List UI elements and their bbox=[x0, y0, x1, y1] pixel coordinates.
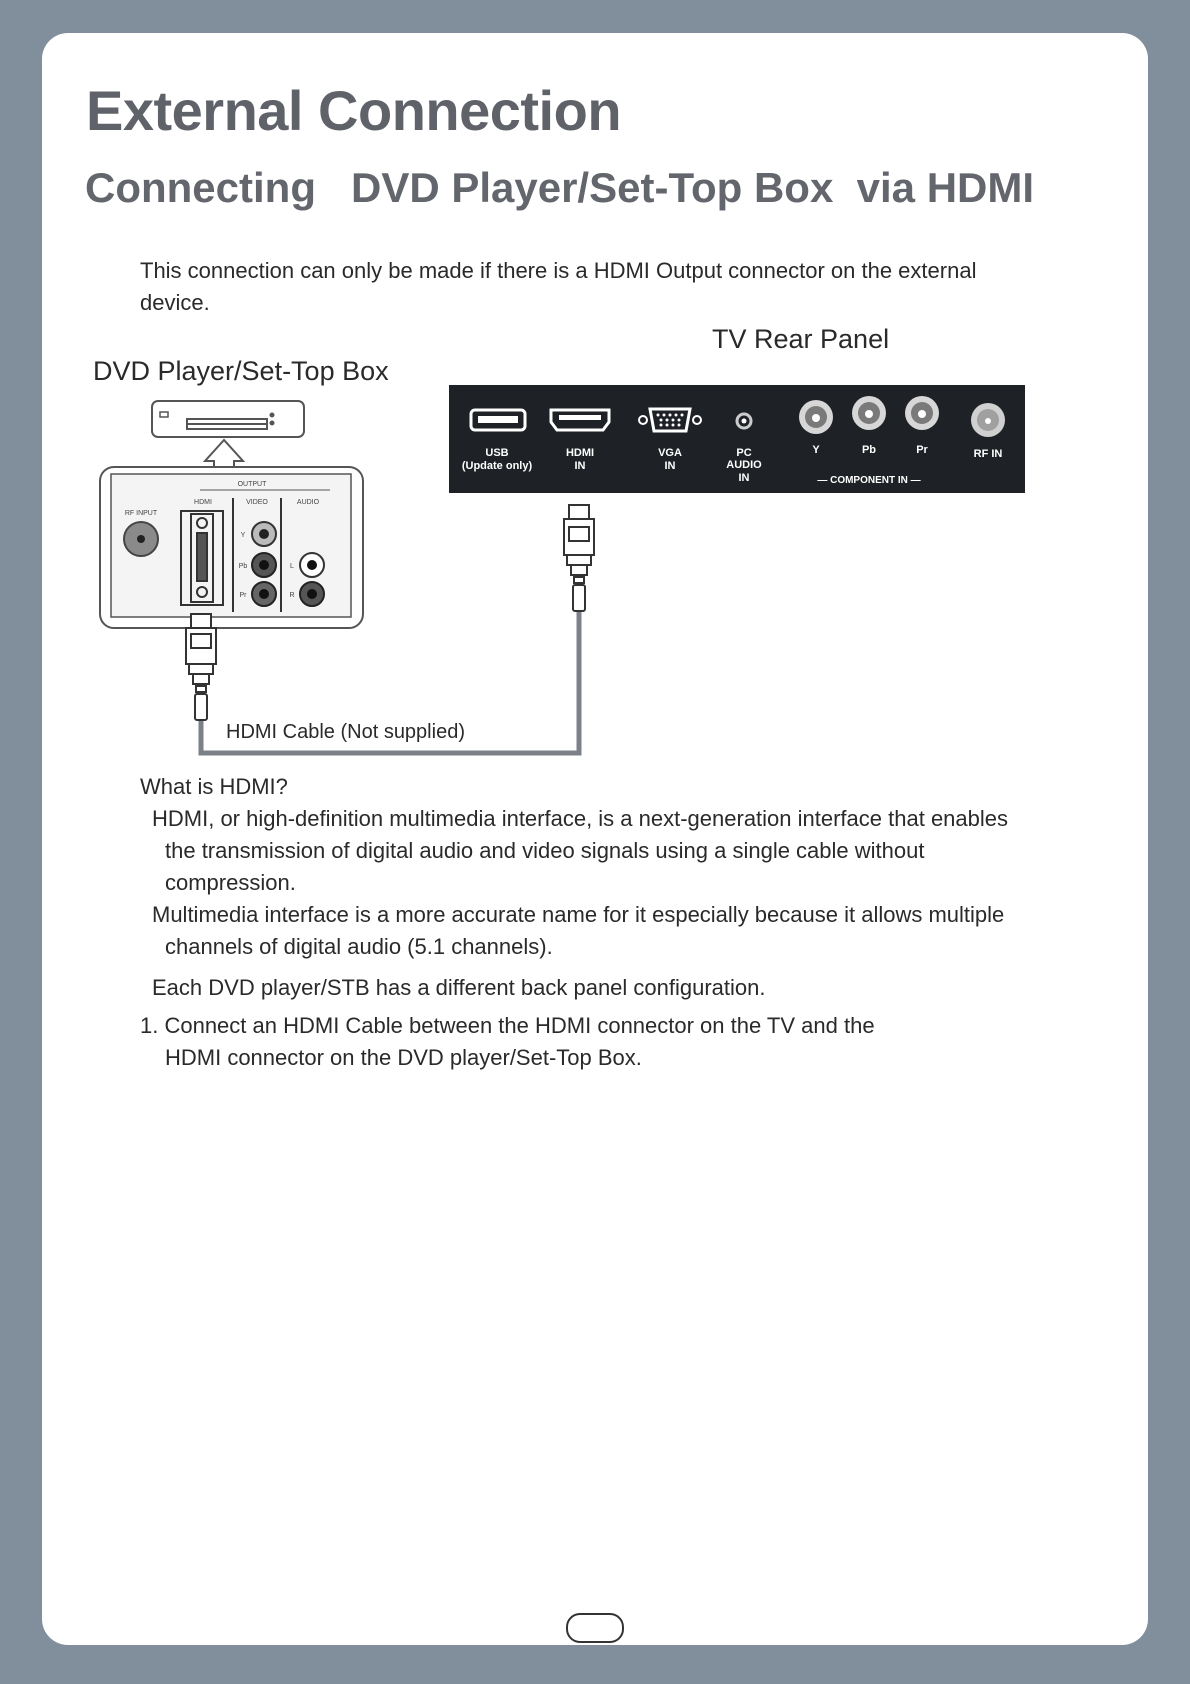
step-1-line-2: HDMI connector on the DVD player/Set-Top… bbox=[165, 1045, 642, 1070]
component-pb-jack-icon bbox=[852, 396, 886, 430]
tv-label-vga-in: IN bbox=[665, 460, 676, 472]
tv-label-pb: Pb bbox=[862, 444, 876, 456]
connection-diagram: USB (Update only) HDMI IN VGA IN PC AUDI… bbox=[99, 385, 1025, 756]
intro-line-1: This connection can only be made if ther… bbox=[140, 258, 977, 283]
dvd-label-pb: Pb bbox=[239, 563, 248, 570]
page-sheet bbox=[42, 33, 1148, 1645]
tv-label-component-in: — COMPONENT IN — bbox=[817, 475, 920, 486]
component-y-jack-icon bbox=[799, 400, 833, 434]
hdmi-paragraph-1-line-1: HDMI, or high-definition multimedia inte… bbox=[152, 806, 1009, 831]
dvd-label-audio: AUDIO bbox=[297, 499, 320, 506]
dvd-audio-l-jack-icon bbox=[299, 552, 325, 578]
rf-in-jack-icon bbox=[971, 403, 1005, 437]
dvd-audio-r-jack-icon bbox=[299, 581, 325, 607]
dvd-label-r: R bbox=[289, 592, 294, 599]
dvd-label-video: VIDEO bbox=[246, 499, 268, 506]
dvd-rf-input-jack-icon bbox=[123, 521, 159, 557]
page-title: External Connection bbox=[86, 79, 622, 142]
hdmi-paragraph-2-line-2: channels of digital audio (5.1 channels)… bbox=[165, 934, 553, 959]
hdmi-plug-tv-icon bbox=[563, 504, 595, 612]
tv-label-hdmi: HDMI bbox=[566, 447, 594, 459]
page-subtitle: Connecting DVD Player/Set-Top Box via HD… bbox=[85, 164, 1035, 211]
tv-label-y: Y bbox=[812, 444, 820, 456]
tv-label-usb-note: (Update only) bbox=[462, 460, 533, 472]
component-pr-jack-icon bbox=[905, 396, 939, 430]
hdmi-plug-dvd-icon bbox=[185, 613, 217, 721]
dvd-video-y-jack-icon bbox=[251, 521, 277, 547]
dvd-video-pr-jack-icon bbox=[251, 581, 277, 607]
dvd-video-pb-jack-icon bbox=[251, 552, 277, 578]
tv-label-usb: USB bbox=[485, 447, 508, 459]
hdmi-paragraph-1-line-3: compression. bbox=[165, 870, 296, 895]
hdmi-cable-label: HDMI Cable (Not supplied) bbox=[226, 721, 465, 743]
hdmi-paragraph-2-line-1: Multimedia interface is a more accurate … bbox=[152, 902, 1005, 927]
back-panel-note: Each DVD player/STB has a different back… bbox=[152, 975, 766, 1000]
tv-label-pc-in: IN bbox=[739, 472, 750, 484]
tv-label-pc: PC bbox=[736, 447, 751, 459]
dvd-player-label: DVD Player/Set-Top Box bbox=[93, 356, 389, 386]
usb-port-icon bbox=[469, 408, 527, 432]
dvd-label-output: OUTPUT bbox=[238, 481, 268, 488]
what-is-hdmi-heading: What is HDMI? bbox=[140, 774, 288, 799]
tv-label-rf-in: RF IN bbox=[974, 448, 1003, 460]
dvd-label-rf-input: RF INPUT bbox=[125, 510, 158, 517]
hdmi-paragraph-1-line-2: the transmission of digital audio and vi… bbox=[165, 838, 925, 863]
dvd-hdmi-port-icon bbox=[180, 510, 224, 606]
hdmi-port-icon bbox=[549, 408, 611, 432]
pc-audio-jack-icon bbox=[735, 412, 753, 430]
dvd-label-y: Y bbox=[241, 532, 246, 539]
dvd-label-hdmi: HDMI bbox=[194, 499, 212, 506]
dvd-label-l: L bbox=[290, 563, 294, 570]
intro-line-2: device. bbox=[140, 290, 210, 315]
tv-rear-panel: USB (Update only) HDMI IN VGA IN PC AUDI… bbox=[449, 385, 1025, 493]
tv-rear-panel-label: TV Rear Panel bbox=[712, 324, 890, 354]
tv-label-hdmi-in: IN bbox=[575, 460, 586, 472]
tv-label-vga: VGA bbox=[658, 447, 682, 459]
dvd-player-device-icon bbox=[151, 400, 305, 438]
tv-label-pr: Pr bbox=[916, 444, 928, 456]
hdmi-cable bbox=[185, 504, 595, 756]
page-number-badge bbox=[566, 1613, 624, 1643]
dvd-label-pr: Pr bbox=[240, 592, 248, 599]
tv-label-pc-audio: AUDIO bbox=[726, 459, 762, 471]
vga-port-icon bbox=[638, 407, 702, 433]
step-1-line-1: 1. Connect an HDMI Cable between the HDM… bbox=[140, 1013, 875, 1038]
dvd-back-panel: OUTPUT RF INPUT HDMI VIDEO AUDIO Y Pb Pr… bbox=[99, 466, 364, 629]
